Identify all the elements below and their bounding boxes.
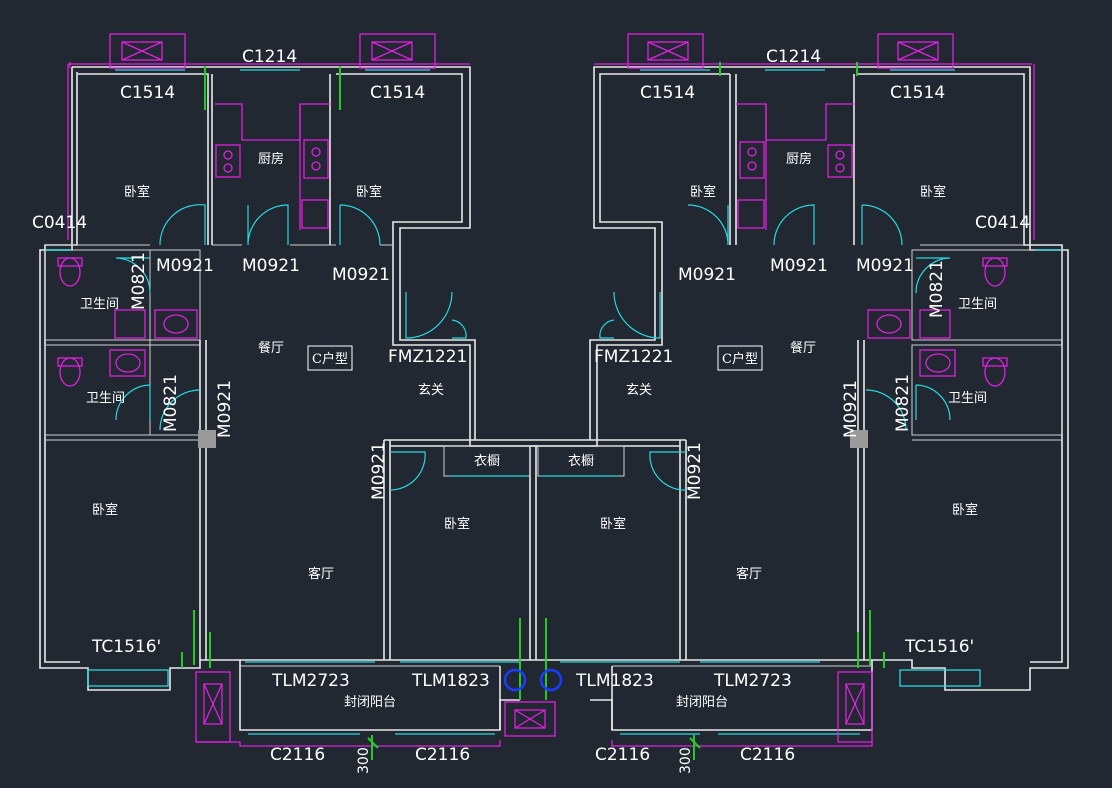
room-balcony: 封闭阳台 (676, 695, 728, 710)
dimension-300: 300 (356, 747, 372, 774)
label-tlm1823: TLM1823 (411, 671, 490, 691)
label-c2116: C2116 (740, 745, 795, 765)
unit-type-tag: C户型 (312, 351, 348, 367)
label-c2116: C2116 (270, 745, 325, 765)
section-markers (181, 62, 885, 700)
room-bedroom: 卧室 (124, 184, 150, 200)
label-c1514: C1514 (890, 83, 945, 103)
room-bathroom: 卫生间 (958, 297, 997, 312)
structural-column (198, 430, 216, 448)
label-tc1516: TC1516' (904, 637, 974, 657)
room-bedroom: 卧室 (920, 184, 946, 200)
label-m0921: M0921 (770, 256, 828, 276)
fixtures (57, 33, 1035, 747)
axis-marker (539, 668, 563, 692)
unit-type-tag-box (717, 345, 763, 371)
label-m0821-vertical: M0821 (129, 252, 149, 310)
room-bathroom: 卫生间 (948, 391, 987, 406)
room-wardrobe: 衣橱 (568, 453, 594, 469)
room-living: 客厅 (736, 566, 762, 582)
label-m0921: M0921 (332, 265, 390, 285)
label-c2116: C2116 (595, 745, 650, 765)
label-tc1516: TC1516' (91, 637, 161, 657)
room-bedroom: 卧室 (356, 184, 382, 200)
dimension-ticks (367, 735, 701, 760)
label-m0921: M0921 (156, 256, 214, 276)
room-foyer: 玄关 (626, 383, 652, 398)
label-m0921-vertical: M0921 (215, 380, 235, 438)
label-c1214-left: C1214 (242, 47, 297, 67)
label-m0921-vertical: M0921 (685, 442, 705, 500)
dimension-300: 300 (678, 747, 694, 774)
label-m0921: M0921 (242, 256, 300, 276)
windows (45, 69, 1062, 735)
label-m0921-vertical: M0921 (841, 380, 861, 438)
label-tlm2723: TLM2723 (713, 671, 792, 691)
label-c1214-right: C1214 (766, 47, 821, 67)
structural-column (850, 430, 868, 448)
label-m0921: M0921 (856, 256, 914, 276)
label-c2116: C2116 (415, 745, 470, 765)
room-wardrobe: 衣橱 (474, 453, 500, 469)
room-dining: 餐厅 (258, 340, 284, 356)
room-bathroom: 卫生间 (80, 297, 119, 312)
unit-type-tag-box (307, 345, 353, 371)
room-living: 客厅 (308, 566, 334, 582)
label-tlm2723: TLM2723 (271, 671, 350, 691)
unit-type-tag: C户型 (722, 351, 758, 367)
label-c0414: C0414 (32, 213, 87, 233)
label-c1514: C1514 (120, 83, 175, 103)
label-c1514: C1514 (370, 83, 425, 103)
label-m0921: M0921 (678, 265, 736, 285)
room-bedroom: 卧室 (444, 516, 470, 532)
room-bedroom: 卧室 (600, 516, 626, 532)
room-bedroom: 卧室 (92, 502, 118, 518)
label-tlm1823: TLM1823 (575, 671, 654, 691)
room-balcony: 封闭阳台 (344, 695, 396, 710)
interior-walls (44, 244, 1063, 730)
room-dining: 餐厅 (790, 340, 816, 356)
label-fmz1221: FMZ1221 (388, 347, 467, 367)
label-c1514: C1514 (640, 83, 695, 103)
label-m0821-vertical: M0821 (893, 374, 913, 432)
label-m0821-vertical: M0821 (161, 374, 181, 432)
room-bedroom: 卧室 (690, 184, 716, 200)
label-c0414: C0414 (975, 213, 1030, 233)
label-m0921-vertical: M0921 (369, 442, 389, 500)
room-kitchen: 厨房 (258, 151, 284, 167)
label-m0821-vertical: M0821 (927, 260, 947, 318)
room-bathroom: 卫生间 (86, 391, 125, 406)
axis-marker (503, 668, 527, 692)
room-bedroom: 卧室 (952, 502, 978, 518)
room-kitchen: 厨房 (786, 151, 812, 167)
doors (115, 204, 951, 491)
label-fmz1221: FMZ1221 (594, 347, 673, 367)
room-foyer: 玄关 (418, 383, 444, 398)
